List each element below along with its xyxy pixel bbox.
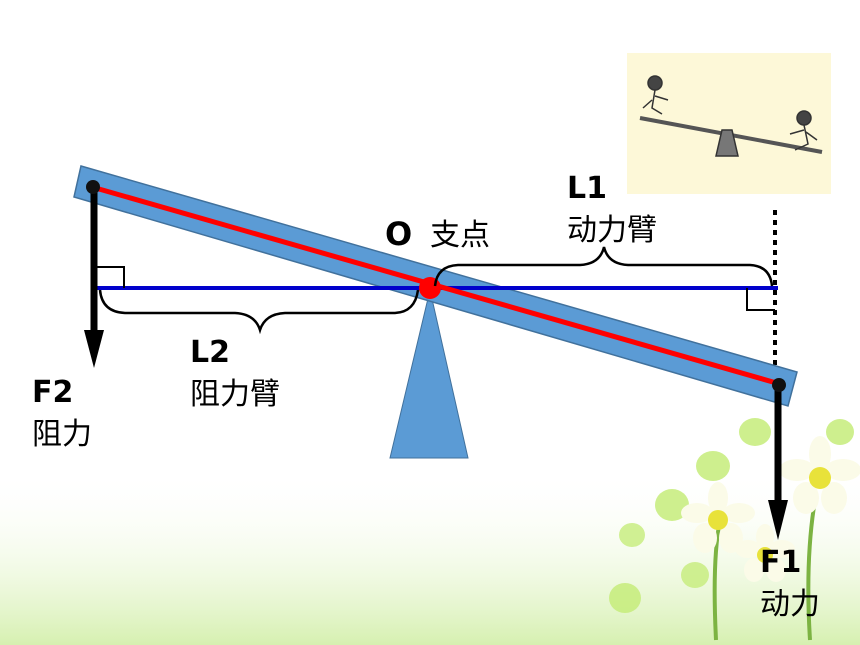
resistance-arm-name-label: 阻力臂	[190, 377, 280, 412]
resistance-point-dot	[86, 180, 100, 194]
fulcrum-letter-label: O	[385, 215, 412, 253]
effort-force-name-label: 动力	[760, 587, 820, 622]
effort-force-symbol-label: F1	[760, 545, 801, 580]
seesaw-inset-picture	[627, 53, 831, 194]
effort-point-dot	[772, 378, 786, 392]
resistance-arm-brace	[98, 289, 420, 335]
effort-force-arrow	[768, 384, 788, 540]
effort-arm-brace	[433, 246, 774, 287]
right-angle-mark-left	[97, 266, 125, 288]
fulcrum-triangle	[389, 289, 469, 459]
resistance-force-name-label: 阻力	[32, 417, 92, 452]
resistance-force-arrow	[84, 187, 104, 368]
flower-decoration	[609, 418, 860, 641]
right-angle-mark-right	[746, 288, 775, 311]
fulcrum-point-dot	[419, 277, 441, 299]
ground-background	[0, 470, 860, 645]
fulcrum-name-label: 支点	[430, 218, 490, 253]
effort-arm-name-label: 动力臂	[567, 213, 657, 248]
resistance-force-symbol-label: F2	[32, 375, 73, 410]
resistance-arm-symbol-label: L2	[190, 335, 230, 370]
effort-arm-symbol-label: L1	[567, 171, 607, 206]
